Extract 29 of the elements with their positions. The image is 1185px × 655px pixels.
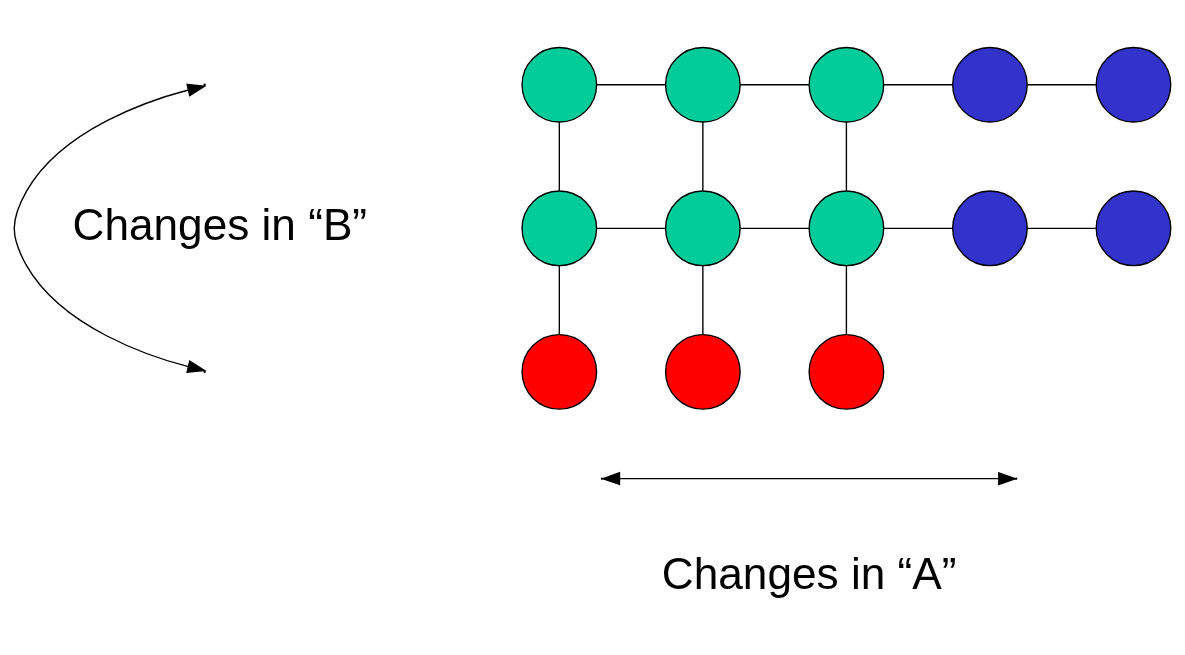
node-circle [664,46,741,123]
connector [702,264,704,335]
connector [1026,84,1097,86]
connector [739,84,810,86]
connector [883,84,953,86]
node-circle [664,333,741,410]
connector [702,121,704,192]
connector [558,121,561,192]
node-circle [521,190,598,267]
node-circle [664,190,741,267]
connector [596,227,666,229]
node-circle [1095,46,1172,123]
node-circle [521,46,598,123]
node-circle [951,46,1028,123]
label: Changes in “A” [661,548,957,598]
connector [845,121,848,192]
connector [1026,227,1097,229]
connector [558,264,561,335]
node-circle [808,190,885,267]
connector [845,264,848,335]
connector [739,227,810,229]
node-circle [951,190,1028,267]
node-circle [521,333,598,410]
node-circle [1095,190,1172,267]
connector [596,84,666,86]
node-circle [808,333,885,410]
connector [883,227,953,229]
label: Changes in “B” [72,199,368,249]
node-circle [808,46,885,123]
